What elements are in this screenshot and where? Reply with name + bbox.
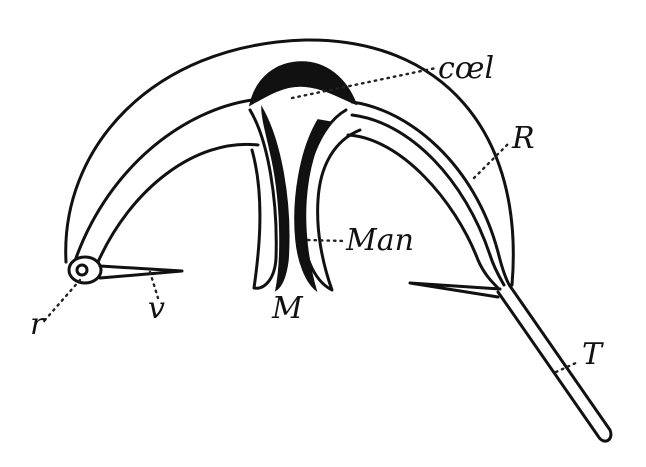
tentacle	[496, 284, 613, 443]
left-spike	[98, 264, 184, 280]
leader-R	[472, 140, 512, 180]
left-arm-outer-edge	[74, 98, 254, 260]
label-Man: Man	[345, 223, 414, 258]
leader-coel	[290, 66, 438, 100]
leader-r	[43, 278, 82, 322]
label-r: r	[30, 307, 46, 342]
outer-shell-outline	[64, 38, 515, 287]
right-arm-inner-edge	[346, 133, 500, 290]
leader-T	[554, 360, 580, 374]
right-arm-radial-line	[350, 113, 506, 287]
label-T: T	[582, 337, 604, 372]
left-arm-inner-edge	[96, 142, 260, 264]
left-tip-ring	[67, 255, 103, 285]
manubrium-right-dark	[294, 119, 332, 293]
right-spike	[408, 281, 502, 299]
left-tip-ring-center	[75, 263, 89, 277]
manubrium-left-dark	[261, 105, 290, 292]
right-arm-outer-edge	[350, 100, 512, 288]
label-M: M	[271, 291, 304, 326]
leader-Man	[306, 238, 347, 243]
label-coel: cœl	[438, 51, 494, 86]
label-v: v	[148, 291, 165, 326]
leader-v	[148, 270, 160, 300]
coelom-band	[248, 61, 358, 107]
manubrium-left-lobe	[248, 108, 278, 290]
label-R: R	[511, 121, 535, 156]
